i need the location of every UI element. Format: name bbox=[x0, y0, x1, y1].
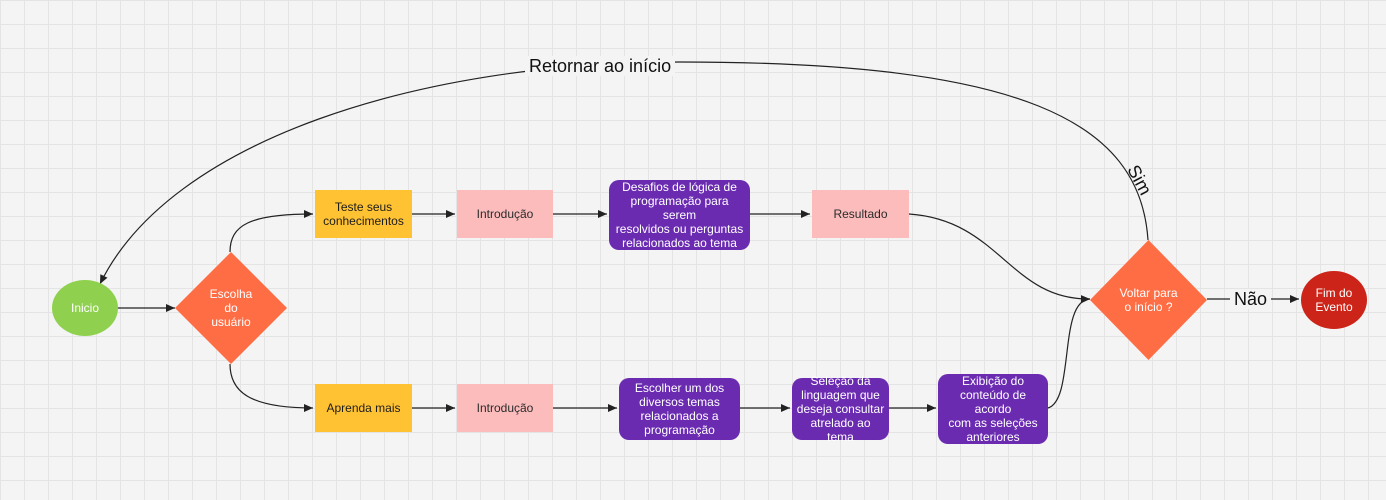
edge-label-retornar: Retornar ao início bbox=[525, 56, 676, 76]
edge-voltar-inicio bbox=[99, 61, 1149, 285]
edge-escolha-teste bbox=[229, 210, 314, 253]
end-node-fim-do-evento[interactable]: Fim do Evento bbox=[1301, 271, 1367, 329]
step-selecao-linguagem[interactable]: Seleção da linguagem que deseja consulta… bbox=[792, 374, 889, 444]
edge-exibicao-voltar bbox=[1047, 295, 1091, 409]
decision-label: Escolha do usuário bbox=[209, 287, 253, 329]
step-introducao-teste[interactable]: Introdução bbox=[457, 190, 553, 238]
edge-resultado-voltar bbox=[908, 213, 1091, 304]
edge-escolha-aprenda bbox=[229, 363, 314, 412]
start-node-inicio[interactable]: Inicio bbox=[52, 280, 118, 336]
edge-label-nao: Não bbox=[1230, 289, 1272, 309]
step-introducao-aprenda[interactable]: Introdução bbox=[457, 384, 553, 432]
step-desafios[interactable]: Desafios de lógica de programação para s… bbox=[609, 180, 750, 250]
decision-label: Voltar para o início ? bbox=[1119, 286, 1178, 314]
decision-voltar-para-o-inicio[interactable]: Voltar para o início ? bbox=[1090, 240, 1207, 360]
section-teste-seus-conhecimentos[interactable]: Teste seus conhecimentos bbox=[315, 190, 412, 238]
step-escolher-tema[interactable]: Escolher um dos diversos temas relaciona… bbox=[619, 378, 740, 440]
step-exibicao-conteudo[interactable]: Exibição do conteúdo de acordo com as se… bbox=[938, 374, 1048, 444]
section-aprenda-mais[interactable]: Aprenda mais bbox=[315, 384, 412, 432]
decision-escolha-do-usuario[interactable]: Escolha do usuário bbox=[175, 252, 287, 364]
step-resultado[interactable]: Resultado bbox=[812, 190, 909, 238]
